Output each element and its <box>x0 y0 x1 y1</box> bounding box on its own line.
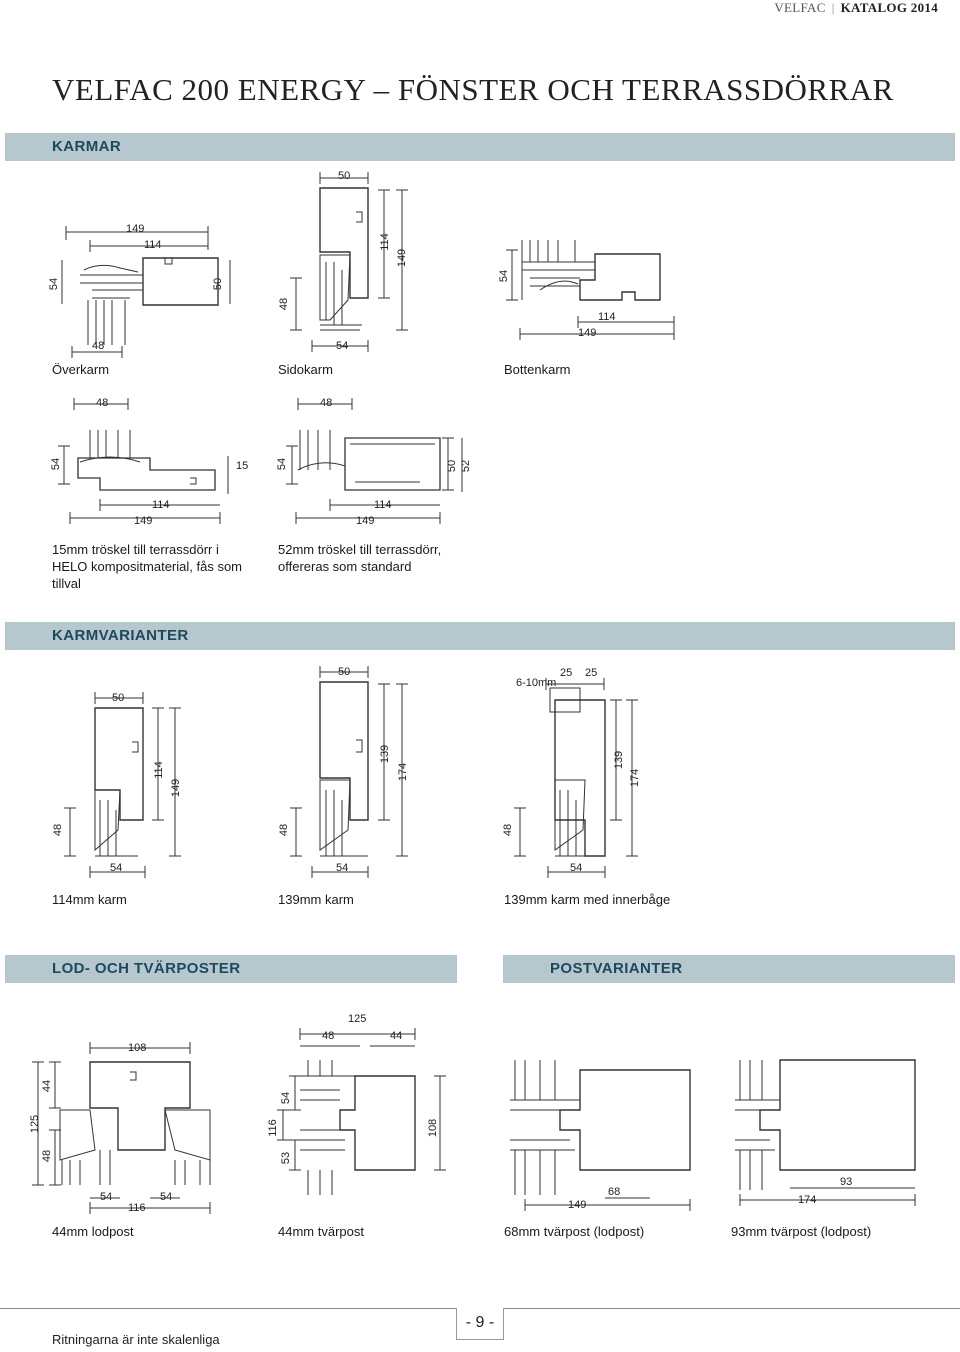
dim-label: 25 <box>560 667 573 679</box>
caption-tvarpost68: 68mm tvärpost (lodpost) <box>504 1224 645 1239</box>
dim-label: 54 <box>336 862 349 874</box>
dim-label: 149 <box>568 1199 587 1211</box>
dim-label: 93 <box>840 1176 853 1188</box>
dim-label: 114 <box>152 499 170 511</box>
dim-label: 50 <box>212 277 225 291</box>
dim-label: 116 <box>266 1119 279 1137</box>
caption-tvarpost44: 44mm tvärpost <box>278 1224 364 1239</box>
dim-label: 139 <box>379 744 392 764</box>
dim-label: 48 <box>320 397 333 409</box>
troskel52-drawing <box>286 398 463 524</box>
bottenkarm-drawing <box>506 240 675 340</box>
dim-label: 114 <box>378 233 391 251</box>
dim-label: 48 <box>96 397 109 409</box>
sidokarm-drawing <box>290 172 408 352</box>
dim-label: 48 <box>52 823 65 837</box>
dim-label: 114 <box>374 499 392 511</box>
dim-label: 68 <box>608 1186 621 1198</box>
dim-label: 54 <box>160 1191 173 1203</box>
dim-label: 54 <box>100 1191 113 1203</box>
dim-label: 54 <box>276 457 289 471</box>
dim-label: 54 <box>336 340 349 352</box>
section-bar-postvarianter: POSTVARIANTER <box>503 955 955 983</box>
dim-label: 48 <box>278 823 291 837</box>
dim-label: 114 <box>144 239 162 251</box>
caption-troskel52: 52mm tröskel till terrassdörr, offereras… <box>278 542 442 574</box>
dim-label: 174 <box>397 762 410 782</box>
dim-label: 48 <box>92 340 105 352</box>
karm114-drawing <box>64 692 181 878</box>
catalog-label: KATALOG 2014 <box>840 0 938 15</box>
dim-label: 114 <box>598 311 616 323</box>
caption-lodpost44: 44mm lodpost <box>52 1224 134 1239</box>
dim-label: 25 <box>585 667 598 679</box>
karm139inner-drawing <box>514 678 638 878</box>
dim-label: 53 <box>280 1151 293 1165</box>
dim-label: 48 <box>41 1149 54 1163</box>
dim-label: 54 <box>570 862 583 874</box>
dim-label: 15 <box>236 460 249 472</box>
dim-label: 54 <box>110 862 123 874</box>
dim-label: 44 <box>390 1030 403 1042</box>
dim-label: 174 <box>798 1194 817 1206</box>
dim-label: 108 <box>128 1042 147 1054</box>
page-number: - 9 - <box>465 1314 495 1331</box>
caption-tvarpost93: 93mm tvärpost (lodpost) <box>731 1224 872 1239</box>
dim-label: 48 <box>502 823 515 837</box>
dim-label: 54 <box>498 269 511 283</box>
dim-label: 116 <box>128 1202 146 1214</box>
dim-label: 54 <box>50 457 63 471</box>
brand-label: VELFAC <box>774 0 826 15</box>
dim-label: 149 <box>356 515 375 527</box>
dim-label: 50 <box>112 692 125 704</box>
overkarm-drawing <box>61 226 231 358</box>
caption-karm139: 139mm karm <box>278 892 354 907</box>
dim-label: 149 <box>126 223 145 235</box>
dim-label: 149 <box>170 778 183 798</box>
troskel15-drawing <box>58 398 229 524</box>
caption-karm114: 114mm karm <box>52 892 127 907</box>
footer-note: Ritningarna är inte skalenliga <box>52 1332 220 1347</box>
caption-overkarm: Överkarm <box>52 362 110 377</box>
dim-label: 149 <box>578 327 597 339</box>
tvarpost93-drawing <box>735 1059 916 1206</box>
dim-label: 48 <box>278 297 291 311</box>
dim-label: 50 <box>446 459 459 473</box>
page-number-box <box>456 1308 504 1340</box>
dim-label: 54 <box>48 277 61 291</box>
dim-label: 54 <box>280 1091 293 1105</box>
dim-label: 108 <box>427 1118 440 1138</box>
page-header: VELFAC|KATALOG 2014 <box>774 0 938 15</box>
dim-label: 149 <box>396 248 409 268</box>
dim-label: 50 <box>338 666 351 678</box>
dim-label: 125 <box>29 1114 42 1134</box>
dim-label: 50 <box>338 170 351 182</box>
karm139-drawing <box>290 666 408 878</box>
section-bar-lodposter: LOD- OCH TVÄRPOSTER <box>5 955 457 983</box>
caption-bottenkarm: Bottenkarm <box>504 362 571 377</box>
tvarpost68-drawing <box>510 1060 691 1211</box>
page-title: VELFAC 200 ENERGY – FÖNSTER OCH TERRASSD… <box>52 72 894 107</box>
caption-troskel15: 15mm tröskel till terrassdörr i HELO kom… <box>52 542 243 591</box>
dim-label: 6-10mm <box>516 677 557 689</box>
dim-label: 114 <box>152 761 165 779</box>
dim-label: 48 <box>322 1030 335 1042</box>
dim-label: 125 <box>348 1013 367 1025</box>
dim-label: 139 <box>613 750 626 770</box>
caption-karm139inner: 139mm karm med innerbåge <box>504 892 671 907</box>
dim-label: 174 <box>629 768 642 788</box>
section-bar-karmvarianter: KARMVARIANTER <box>5 622 955 650</box>
lodpost44-drawing <box>32 1042 211 1214</box>
tvarpost44-drawing <box>277 1028 446 1195</box>
dim-label: 44 <box>41 1079 54 1093</box>
dim-label: 52 <box>460 459 473 473</box>
caption-sidokarm: Sidokarm <box>278 362 333 377</box>
dim-label: 149 <box>134 515 153 527</box>
section-bar-karmar: KARMAR <box>5 133 955 161</box>
